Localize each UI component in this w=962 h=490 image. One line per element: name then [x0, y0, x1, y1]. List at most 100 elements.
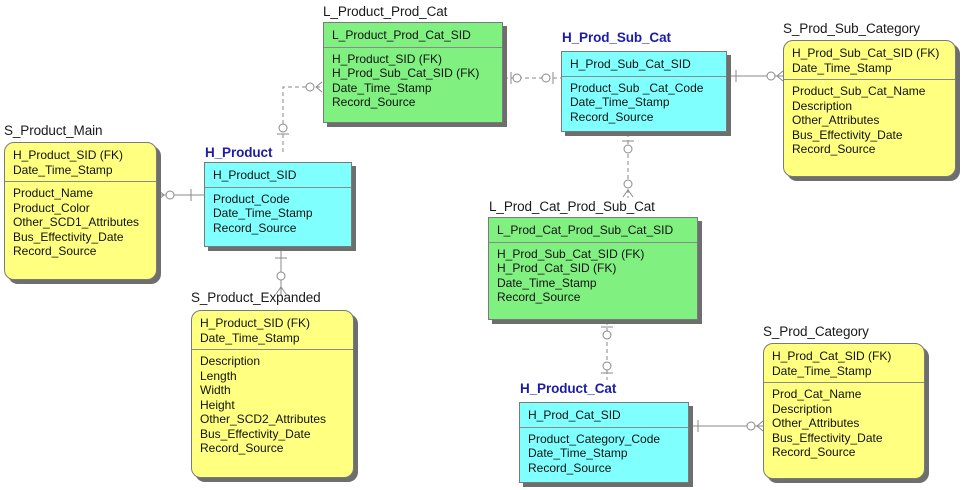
key-field: H_Product_SID (FK)	[200, 316, 311, 330]
entity-title-s-prod-category: S_Prod_Category	[763, 324, 869, 339]
attribute-field: Bus_Effectivity_Date	[13, 229, 124, 244]
attribute-field: Product_Color	[13, 200, 90, 215]
attribute-field: Description	[200, 354, 261, 368]
attribute-field: H_Prod_Sub_Cat_SID (FK)	[332, 66, 480, 80]
attribute-field: Height	[200, 397, 235, 412]
attribute-field: Record_Source	[200, 441, 284, 455]
attribute-field: Date_Time_Stamp	[497, 275, 597, 290]
attribute-field: Product_Name	[13, 186, 94, 200]
attribute-field: Date_Time_Stamp	[332, 80, 432, 95]
attribute-field: H_Product_SID (FK)	[332, 51, 443, 66]
attribute-field: Record_Source	[528, 460, 612, 475]
rel-hprodsubcat-lproductprodcat	[504, 72, 561, 84]
rel-hprodsubcat-lprodcatprodsubcat	[622, 133, 634, 198]
crow-foot-mark	[622, 189, 634, 198]
attribute-field: Product_Sub_Cat_Name	[792, 84, 926, 98]
attribute-field: Product_Sub _Cat_Code	[570, 80, 704, 95]
attribute-field: Other_Attributes	[792, 113, 880, 127]
attribute-field: Date_Time_Stamp	[528, 446, 628, 460]
attribute-field: Prod_Cat_Name	[772, 387, 862, 401]
rel-hproduct-sproductexpanded	[275, 248, 287, 295]
key-field: L_Product_Prod_Cat_SID	[332, 28, 471, 42]
rel-hproductcat-sprodcategory	[690, 420, 764, 432]
attribute-field: Width	[200, 383, 231, 397]
primary-key-section: L_Prod_Cat_Prod_Sub_Cat_SID	[489, 218, 697, 243]
attribute-field: Description	[792, 98, 853, 113]
attribute-field: Other_SCD1_Attributes	[13, 215, 140, 229]
key-field: Date_Time_Stamp	[772, 363, 872, 378]
crow-foot-mark	[275, 286, 287, 295]
entity-s-product-expanded[interactable]: H_Product_SID (FK)Date_Time_Stamp Descri…	[191, 310, 354, 478]
key-field: H_Product_SID (FK)	[13, 148, 124, 162]
key-field: Date_Time_Stamp	[13, 162, 113, 177]
attribute-field: Record_Source	[213, 220, 297, 235]
entity-title-l-prod-cat-prod-sub-cat: L_Prod_Cat_Prod_Sub_Cat	[489, 199, 655, 214]
primary-key-section: H_Prod_Cat_SID	[520, 403, 688, 428]
key-field: H_Prod_Cat_SID (FK)	[772, 349, 892, 363]
entity-title-h-prod-sub-cat: H_Prod_Sub_Cat	[562, 30, 671, 45]
attribute-field: Date_Time_Stamp	[570, 95, 670, 109]
crow-foot-mark	[756, 420, 764, 432]
attribute-field: Bus_Effectivity_Date	[772, 430, 883, 445]
entity-title-h-product-cat: H_Product_Cat	[520, 381, 617, 396]
entity-s-product-main[interactable]: H_Product_SID (FK)Date_Time_Stamp Produc…	[4, 142, 157, 280]
entity-l-product-prod-cat[interactable]: L_Product_Prod_Cat_SID H_Product_SID (FK…	[323, 22, 503, 123]
attribute-field: Record_Source	[332, 95, 416, 109]
entity-l-prod-cat-prod-sub-cat[interactable]: L_Prod_Cat_Prod_Sub_Cat_SID H_Prod_Sub_C…	[488, 217, 698, 320]
primary-key-section: H_Prod_Cat_SID (FK)Date_Time_Stamp	[764, 344, 924, 383]
attribute-section: H_Prod_Sub_Cat_SID (FK)H_Prod_Cat_SID (F…	[489, 243, 697, 309]
entity-s-prod-sub-category[interactable]: H_Prod_Sub_Cat_SID (FK)Date_Time_Stamp P…	[783, 40, 956, 177]
key-field: Date_Time_Stamp	[792, 60, 892, 75]
entity-title-s-prod-sub-category: S_Prod_Sub_Category	[783, 21, 920, 36]
primary-key-section: H_Product_SID (FK)Date_Time_Stamp	[5, 143, 156, 182]
attribute-field: Description	[772, 401, 833, 416]
attribute-field: Product_Category_Code	[528, 431, 661, 446]
attribute-field: Record_Source	[772, 445, 856, 459]
key-field: L_Prod_Cat_Prod_Sub_Cat_SID	[497, 223, 674, 237]
primary-key-section: H_Product_SID (FK)Date_Time_Stamp	[192, 311, 353, 350]
key-field: Date_Time_Stamp	[200, 330, 300, 345]
crow-foot-mark	[315, 81, 323, 93]
entity-h-prod-sub-cat[interactable]: H_Prod_Sub_Cat_SID Product_Sub _Cat_Code…	[561, 51, 727, 132]
key-field: H_Prod_Cat_SID	[528, 408, 621, 422]
attribute-field: Other_Attributes	[772, 416, 860, 430]
attribute-field: Record_Source	[570, 109, 654, 124]
primary-key-section: H_Prod_Sub_Cat_SID (FK)Date_Time_Stamp	[784, 41, 955, 80]
crow-foot-mark	[776, 70, 784, 82]
entity-title-s-product-main: S_Product_Main	[4, 123, 103, 138]
entity-title-s-product-expanded: S_Product_Expanded	[191, 290, 321, 305]
key-field: H_Prod_Sub_Cat_SID (FK)	[792, 46, 940, 60]
entity-title-h-product: H_Product	[205, 145, 273, 160]
crow-foot-mark	[157, 189, 165, 201]
rel-hproduct-sproductmain	[157, 189, 204, 201]
rel-hprodsubcat-sprodsubcategory	[728, 70, 784, 82]
primary-key-section: H_Product_SID	[205, 163, 351, 188]
attribute-field: Product_Code	[213, 191, 290, 206]
attribute-section: H_Product_SID (FK)H_Prod_Sub_Cat_SID (FK…	[324, 48, 502, 114]
rel-hproductcat-lprodcatprodsubcat	[601, 321, 613, 380]
attribute-field: Bus_Effectivity_Date	[200, 426, 311, 441]
key-field: H_Prod_Sub_Cat_SID	[570, 57, 691, 71]
primary-key-section: H_Prod_Sub_Cat_SID	[562, 52, 726, 77]
attribute-field: Record_Source	[792, 142, 876, 156]
attribute-field: Bus_Effectivity_Date	[792, 127, 903, 142]
entity-title-l-product-prod-cat: L_Product_Prod_Cat	[323, 4, 448, 19]
attribute-field: Length	[200, 368, 237, 383]
rel-hproduct-lproductprodcat	[277, 81, 323, 152]
attribute-field: H_Prod_Sub_Cat_SID (FK)	[497, 246, 645, 261]
key-field: H_Product_SID	[213, 168, 297, 182]
primary-key-section: L_Product_Prod_Cat_SID	[324, 23, 502, 48]
attribute-field: Record_Source	[13, 244, 97, 258]
entity-s-prod-category[interactable]: H_Prod_Cat_SID (FK)Date_Time_Stamp Prod_…	[763, 343, 925, 479]
attribute-field: Other_SCD2_Attributes	[200, 412, 327, 426]
attribute-field: Date_Time_Stamp	[213, 206, 313, 220]
